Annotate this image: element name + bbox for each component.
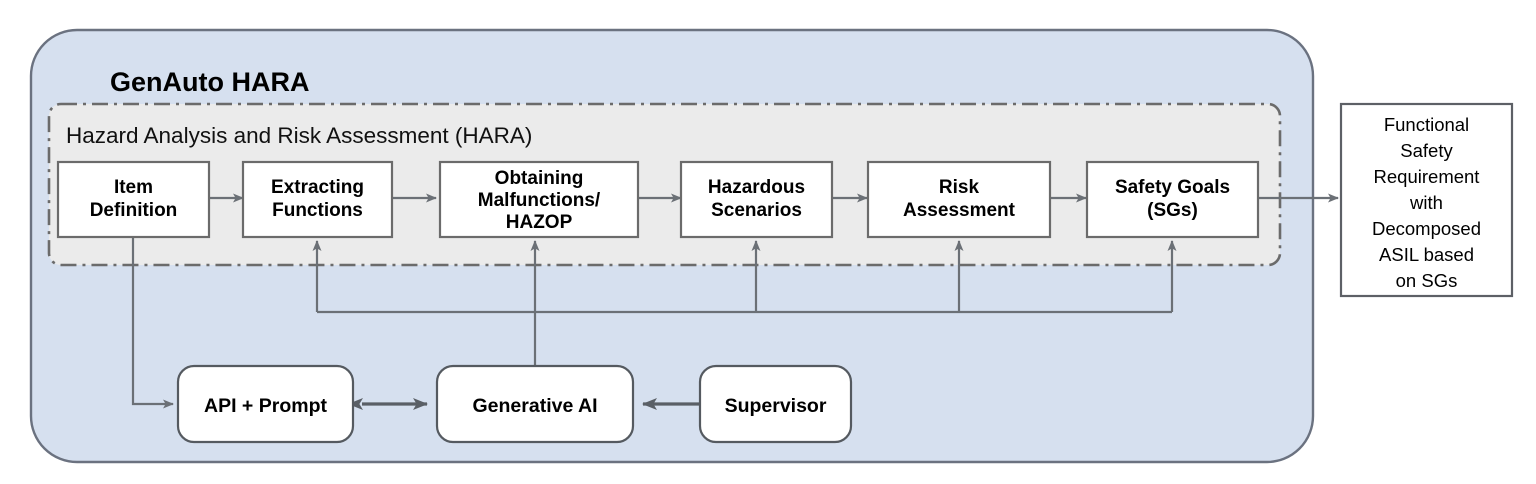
output-box-line: with <box>1409 192 1443 213</box>
hara-step-hazardous-scenarios[interactable]: Hazardous Scenarios <box>679 160 834 239</box>
connector-item-to-api-prompt <box>131 237 174 409</box>
agent-node-supervisor[interactable]: Supervisor <box>698 364 853 444</box>
hara-step-label: Scenarios <box>711 200 802 221</box>
hara-step-obtaining-malfunctions-hazop[interactable]: Obtaining Malfunctions/ HAZOP <box>438 160 640 239</box>
hara-step-item-definition[interactable]: Item Definition <box>56 160 211 239</box>
agent-node-api-prompt[interactable]: API + Prompt <box>176 364 355 444</box>
hara-step-label: Hazardous <box>708 177 805 198</box>
hara-step-risk-assessment[interactable]: Risk Assessment <box>866 160 1052 239</box>
output-box-line: Functional <box>1384 114 1469 135</box>
hara-step-label: Item <box>114 177 153 198</box>
output-box-line: on SGs <box>1396 270 1458 291</box>
hara-step-label: Risk <box>939 177 980 198</box>
agent-node-label: Generative AI <box>473 395 598 417</box>
hara-step-label: Obtaining <box>495 168 584 189</box>
agent-node-label: Supervisor <box>725 395 827 417</box>
hara-step-label: HAZOP <box>506 212 573 233</box>
page-title: GenAuto HARA <box>110 67 309 97</box>
agent-node-label: API + Prompt <box>204 395 327 417</box>
hara-step-label: Definition <box>90 200 178 221</box>
agent-node-generative-ai[interactable]: Generative AI <box>435 364 635 444</box>
output-box-line: Requirement <box>1374 166 1480 187</box>
hara-step-label: (SGs) <box>1147 200 1198 221</box>
hara-step-label: Malfunctions/ <box>478 190 601 211</box>
hara-step-label: Extracting <box>271 177 364 198</box>
output-box-line: Safety <box>1400 140 1453 161</box>
output-box-line: ASIL based <box>1379 244 1474 265</box>
output-box-functional-safety-requirement[interactable]: Functional Safety Requirement with Decom… <box>1339 102 1514 298</box>
hara-step-extracting-functions[interactable]: Extracting Functions <box>241 160 394 239</box>
hara-step-label: Assessment <box>903 200 1016 221</box>
hara-subpanel-title: Hazard Analysis and Risk Assessment (HAR… <box>66 123 532 148</box>
hara-step-label: Safety Goals <box>1115 177 1230 198</box>
hara-step-safety-goals[interactable]: Safety Goals (SGs) <box>1085 160 1260 239</box>
output-box-line: Decomposed <box>1372 218 1481 239</box>
hara-step-label: Functions <box>272 200 363 221</box>
